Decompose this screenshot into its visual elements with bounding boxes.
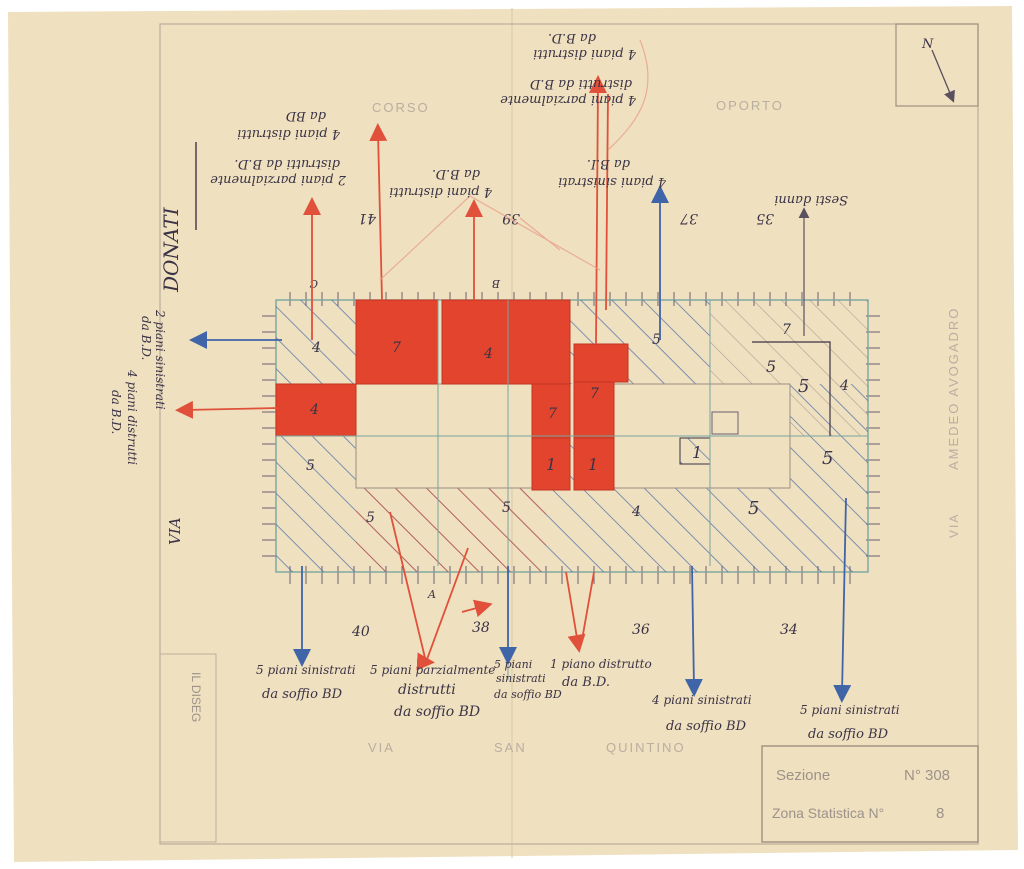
marker-c: C: [309, 277, 318, 290]
note-bottom: sinistrati: [496, 672, 546, 685]
map-frame: [159, 23, 979, 845]
street-san: SAN: [494, 740, 527, 755]
floor-label: 7: [590, 386, 599, 402]
floor-label: 1: [546, 455, 556, 474]
stamp-zona-number: 8: [936, 805, 944, 822]
floor-label: 7: [392, 340, 401, 356]
floor-label: 5: [306, 458, 315, 474]
street-oporto: OPORTO: [716, 98, 784, 113]
street-avogadro: AMEDEO AVOGADRO: [946, 307, 961, 470]
floor-label: 5: [798, 376, 809, 397]
note-top-center: distrutti da B.D: [529, 76, 632, 91]
damage-arrow: [684, 565, 703, 697]
note-left: da B.D.: [109, 390, 123, 434]
note-top-right: da B.I.: [587, 156, 630, 171]
floor-label: 4: [631, 504, 641, 520]
block-ticks: [262, 292, 880, 584]
damage-arrow: [389, 511, 469, 671]
marker-b: B: [492, 277, 501, 290]
note-left: da B.D.: [139, 316, 153, 360]
north-arrow-icon: [931, 49, 955, 103]
note-bottom: 5 piani: [494, 658, 532, 671]
civic-number: 37: [680, 210, 698, 226]
floor-label: 7: [548, 406, 557, 422]
civic-number: 38: [472, 620, 490, 636]
note-left: 4 piani distrutti: [125, 369, 139, 465]
note-top-mid: da B.D.: [432, 166, 480, 181]
margin-box: [159, 653, 217, 843]
note-top-left: distrutti da B.D.: [234, 156, 340, 171]
floor-label: 4: [311, 340, 321, 356]
note-top-left: da BD: [285, 108, 326, 123]
damage-arrow: [833, 497, 852, 703]
compass-letter: N: [921, 37, 934, 52]
floor-label: 5: [748, 498, 759, 519]
note-bottom: da soffio BD: [666, 719, 747, 734]
note-bottom: da soffio BD: [808, 727, 889, 742]
floor-label: 4: [483, 346, 493, 362]
stamp-sezione-label: Sezione: [776, 767, 830, 784]
damage-arrow: [588, 75, 607, 345]
floor-label: 4: [839, 378, 849, 394]
civic-number: 34: [780, 622, 798, 638]
zone-east-hatched: [790, 384, 868, 436]
stamp-zona-label: Zona Statistica N°: [772, 805, 884, 821]
damage-arrow: [565, 571, 586, 653]
note-bottom: 1 piano distrutto: [550, 657, 652, 671]
note-top-center: 4 piani distrutti: [533, 46, 637, 61]
damage-arrow: [369, 123, 388, 301]
note-left: 2 piani sinistrati: [153, 309, 167, 410]
note-top-right: 4 piani sinistrati: [558, 174, 667, 189]
floor-label: 5: [366, 510, 375, 526]
compass-box: [895, 23, 979, 107]
street-via-right: VIA: [947, 513, 961, 538]
marker-a: A: [427, 588, 436, 601]
note-top-center: 4 piani parzialmente: [500, 92, 637, 107]
damage-arrow: [175, 400, 279, 419]
floor-label: 5: [822, 448, 833, 469]
floor-label: 4: [309, 402, 319, 418]
zone-south-red-hatched: [356, 488, 546, 572]
note-bottom: da soffio BD: [262, 687, 343, 702]
civic-number: 36: [632, 622, 650, 638]
floor-label: 5: [766, 357, 776, 376]
note-top-far-right: Sesti danni: [774, 192, 848, 207]
note-bottom: da B.D.: [562, 675, 610, 690]
note-bottom: distrutti: [398, 682, 456, 698]
civic-number: 35: [756, 210, 774, 226]
section-stamp: [761, 745, 979, 843]
street-via-bottom: VIA: [368, 740, 395, 755]
street-corso: CORSO: [372, 100, 430, 115]
street-quintino: QUINTINO: [606, 740, 686, 755]
floor-label: 7: [782, 322, 791, 338]
note-top-center: da B.D.: [548, 30, 596, 45]
zone-nw-hatched: [276, 300, 356, 384]
civic-number: 41: [358, 210, 377, 226]
street-via-left: VIA: [166, 517, 184, 545]
destroyed-buildings: [275, 299, 629, 491]
floor-label: 1: [588, 455, 598, 474]
note-top-mid: 4 piani distrutti: [389, 184, 493, 199]
floor-label: 5: [652, 332, 661, 348]
note-bottom: 5 piani sinistrati: [256, 663, 356, 677]
stamp-sezione-number: N° 308: [904, 767, 950, 784]
civic-number: 40: [351, 624, 370, 640]
note-top-left: 2 piani parzialmente: [210, 172, 347, 187]
street-donati: DONATI: [159, 206, 183, 293]
note-bottom: da soffio BD: [494, 688, 562, 701]
note-bottom: da soffio BD: [394, 704, 480, 720]
note-bottom: 5 piani sinistrati: [800, 703, 900, 717]
floor-label: 5: [502, 500, 511, 516]
side-margin-text: IL DISEG: [189, 672, 203, 722]
note-bottom: 4 piani sinistrati: [651, 693, 752, 707]
note-bottom: 5 piani parzialmente: [370, 663, 495, 677]
floor-label: 1: [692, 443, 702, 462]
note-top-left: 4 piani distrutti: [237, 126, 341, 141]
